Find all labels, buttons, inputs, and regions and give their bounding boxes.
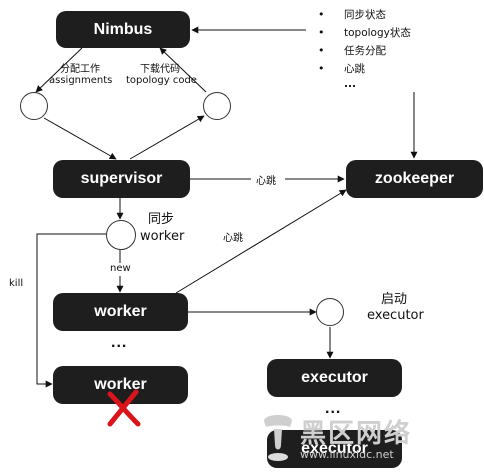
start-executor-circle (316, 298, 344, 326)
start-label-cn: 启动 (381, 292, 408, 307)
watermark: 黑区网络 www.linuxidc.net (260, 405, 484, 473)
state-item: 心跳 (318, 60, 411, 78)
node-executor-second: executor (267, 430, 402, 468)
state-item: 同步状态 (318, 6, 411, 24)
node-zookeeper: zookeeper (346, 160, 483, 198)
start-label-en: executor (367, 308, 424, 323)
node-worker-killed: worker (53, 366, 188, 404)
state-item-more: ... (344, 78, 356, 90)
node-executor: executor (267, 359, 402, 397)
new-label: new (110, 263, 131, 274)
state-item: topology状态 (318, 24, 411, 42)
watermark-logo-icon (264, 415, 292, 461)
state-item: 任务分配 (318, 42, 411, 60)
node-worker-running: worker (53, 293, 188, 331)
assign-label-en: assignments (49, 75, 113, 86)
edge-worker-heartbeat (175, 189, 347, 294)
nimbus-state-list: 同步状态 topology状态 任务分配 心跳 ... (318, 6, 411, 90)
download-label-en: topology code (126, 75, 197, 86)
edge-kill (36, 233, 106, 388)
killed-x-icon (107, 389, 141, 427)
heartbeat-label-supervisor: 心跳 (256, 176, 276, 187)
edge-code-circle-to-nimbus (159, 47, 207, 93)
node-supervisor: supervisor (53, 160, 190, 198)
heartbeat-label-worker: 心跳 (223, 233, 243, 244)
edge-supervisor-to-code-circle (129, 115, 205, 160)
assignments-circle (20, 92, 48, 120)
executors-ellipsis: ... (325, 400, 342, 417)
assign-label-cn: 分配工作 (60, 64, 100, 75)
download-label-cn: 下载代码 (140, 64, 180, 75)
topology-code-circle (203, 92, 231, 120)
sync-label-en: worker (140, 229, 185, 244)
watermark-url: www.linuxidc.net (300, 448, 394, 461)
kill-label: kill (9, 278, 24, 289)
edge-assign-circle-to-supervisor (43, 117, 117, 160)
sync-label-cn: 同步 (148, 212, 175, 227)
watermark-text: 黑区网络 (300, 419, 413, 449)
node-nimbus: Nimbus (56, 11, 190, 48)
edge-nimbus-to-assign-circle (35, 47, 83, 93)
workers-ellipsis: ... (111, 334, 128, 351)
sync-worker-circle (106, 220, 136, 250)
